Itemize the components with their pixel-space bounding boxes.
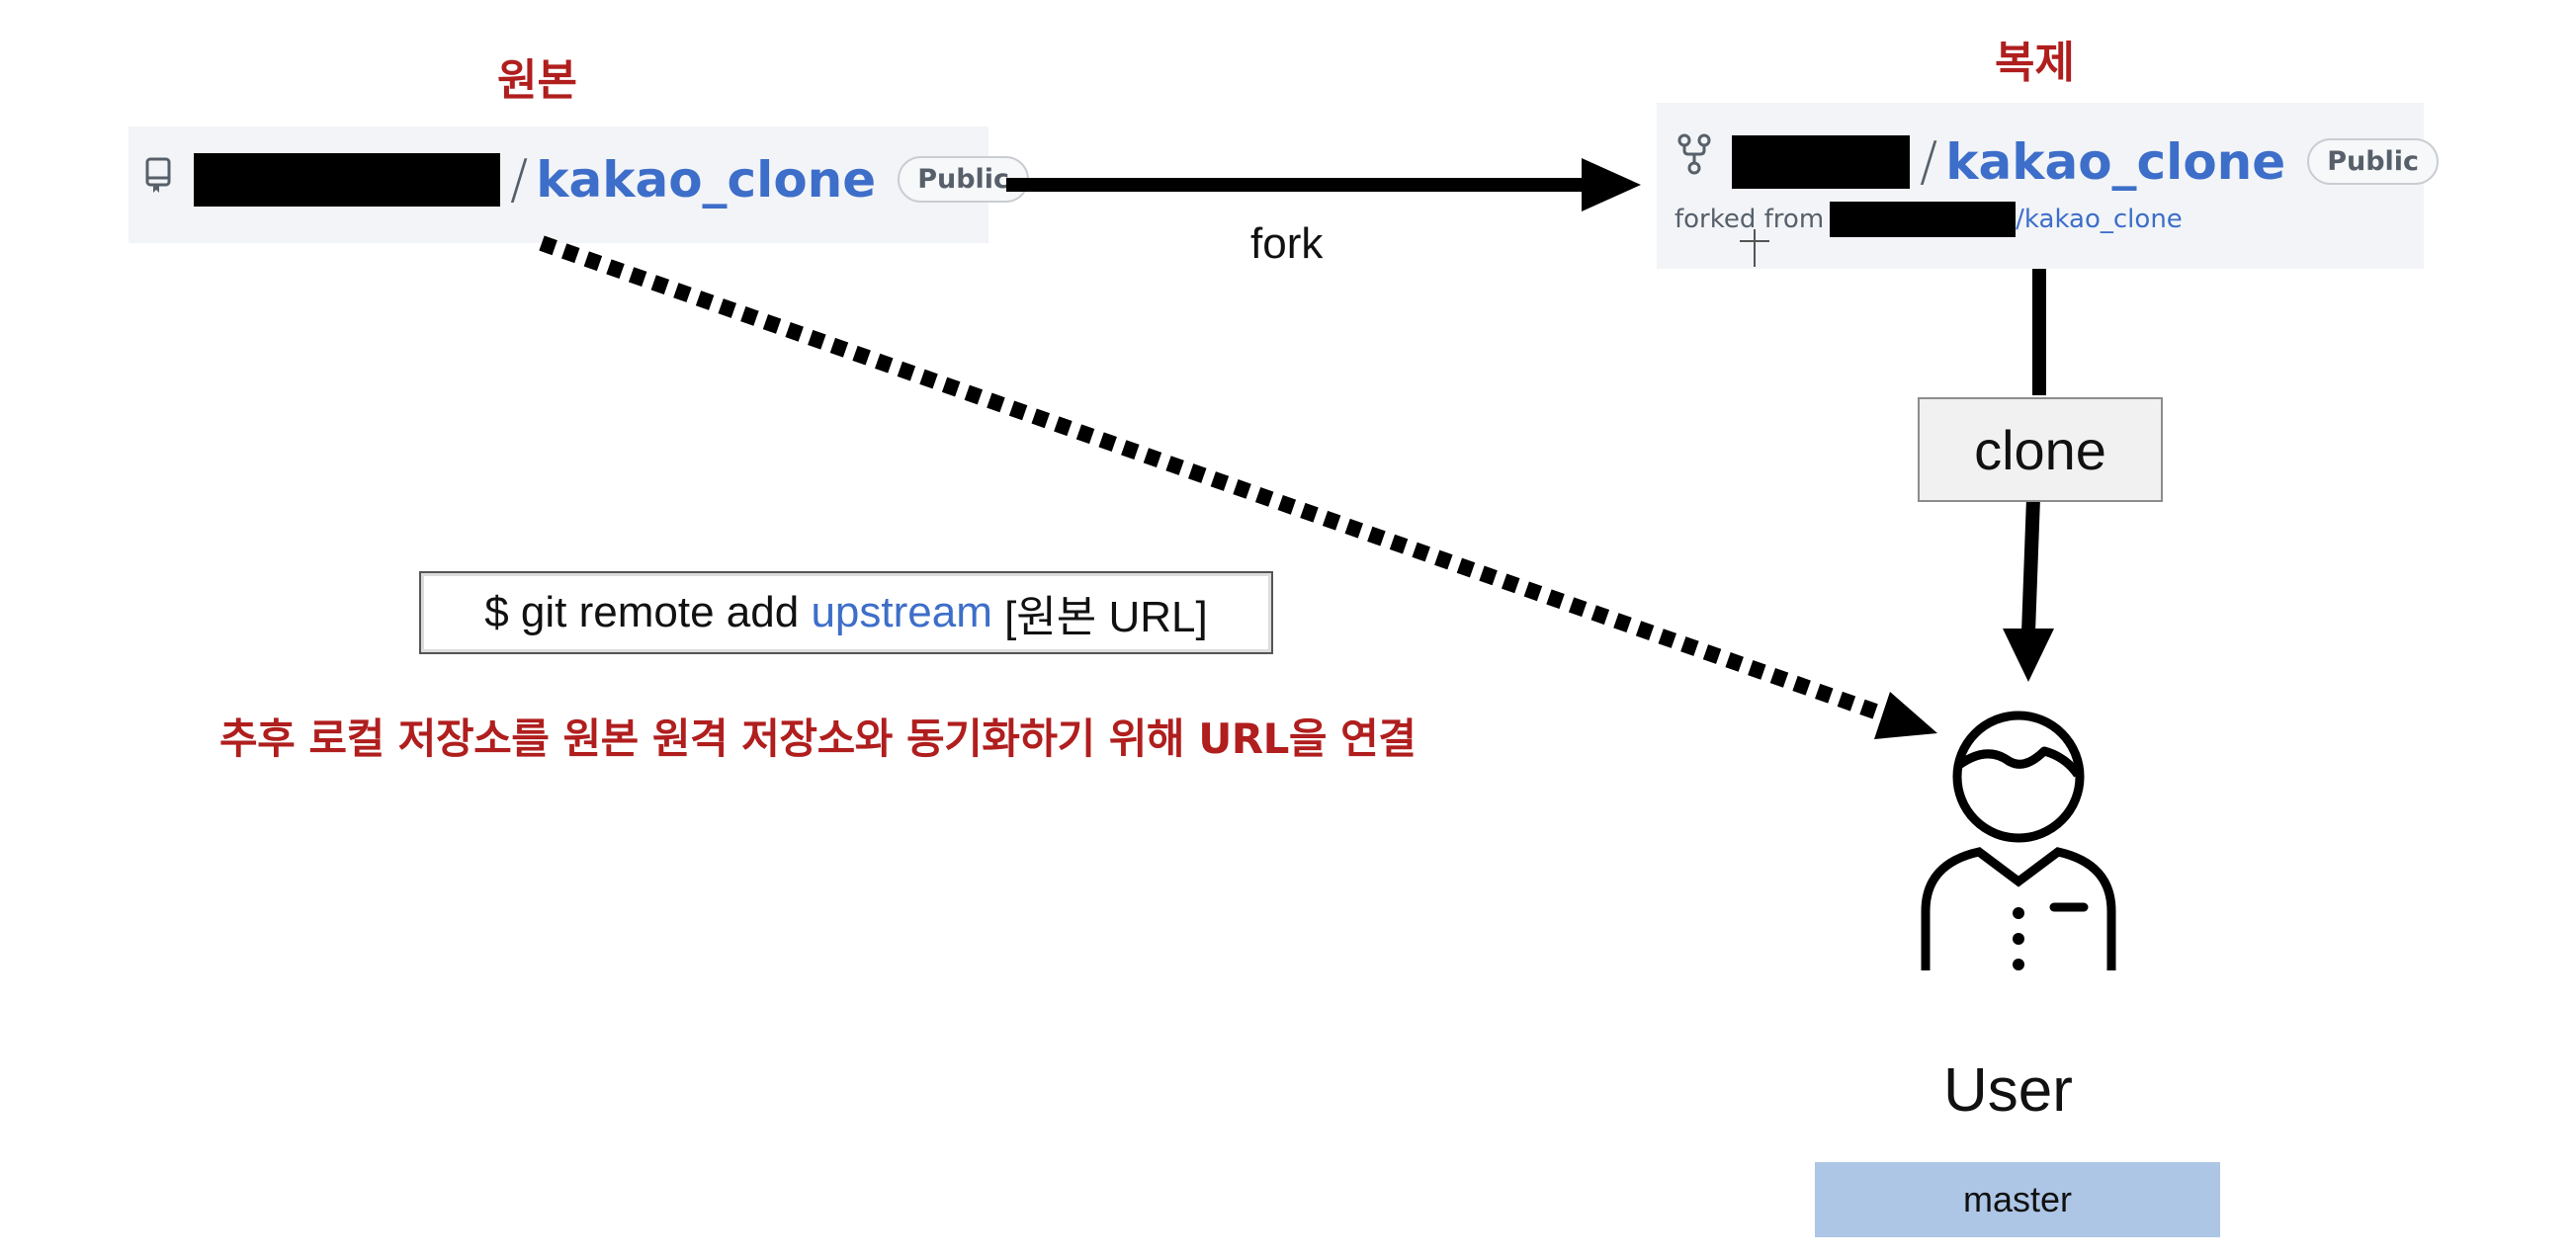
clone-arrow bbox=[2003, 269, 2054, 682]
path-separator: / bbox=[1920, 130, 1938, 193]
explanation-note: 추후 로컬 저장소를 원본 원격 저장소와 동기화하기 위해 URL을 연결 bbox=[219, 714, 1417, 763]
copy-title: 복제 bbox=[1995, 38, 2075, 88]
user-icon bbox=[1918, 706, 2125, 972]
repo-icon bbox=[144, 156, 174, 196]
original-repo-link[interactable]: kakao_clone bbox=[536, 150, 877, 209]
forked-from-link[interactable]: /kakao_clone bbox=[2016, 205, 2183, 234]
command-suffix: [원본 URL] bbox=[991, 593, 1208, 641]
fork-label: fork bbox=[1250, 219, 1324, 268]
command-keyword: upstream bbox=[811, 588, 992, 636]
clone-label: clone bbox=[1918, 397, 2163, 502]
user-label: User bbox=[1943, 1056, 2073, 1125]
command-prefix: $ git remote add bbox=[484, 588, 812, 636]
forked-from-label: forked from bbox=[1674, 205, 1825, 234]
redacted-owner bbox=[194, 152, 500, 207]
branch-badge: master bbox=[1815, 1162, 2220, 1237]
path-separator: / bbox=[510, 148, 529, 210]
redacted-owner bbox=[1732, 134, 1910, 189]
forked-from-line: forked from /kakao_clone bbox=[1674, 202, 2183, 237]
fork-repo-link[interactable]: kakao_clone bbox=[1945, 132, 2286, 191]
visibility-badge: Public bbox=[2307, 138, 2440, 185]
upstream-arrow bbox=[539, 235, 1937, 739]
original-repo-card: / kakao_clone Public bbox=[129, 126, 1030, 243]
fork-arrow bbox=[1006, 158, 1641, 211]
redacted-owner bbox=[1830, 202, 2017, 237]
crosshair-cursor-icon bbox=[1740, 229, 1769, 267]
fork-icon bbox=[1676, 132, 1712, 176]
git-command-box: $ git remote add upstream [원본 URL] bbox=[419, 571, 1273, 654]
original-title: 원본 bbox=[497, 55, 577, 106]
fork-repo-card: / kakao_clone Public forked from /kakao_… bbox=[1657, 103, 2440, 269]
